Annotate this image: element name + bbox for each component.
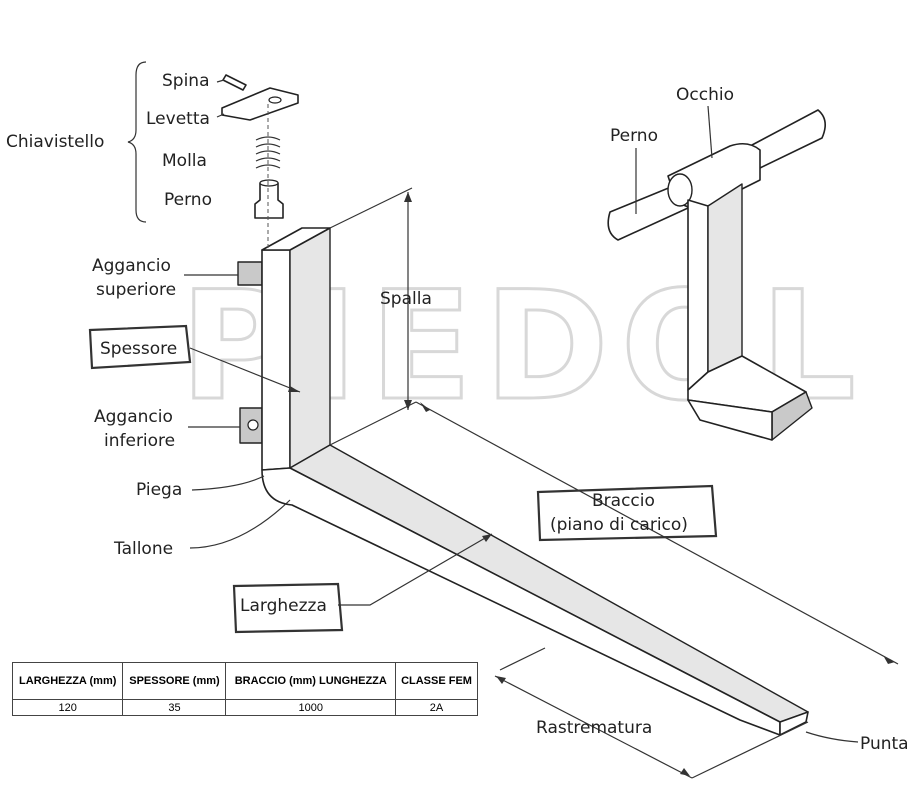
label-molla: Molla (162, 151, 207, 171)
label-braccio: Braccio (592, 491, 655, 511)
label-spessore: Spessore (100, 339, 177, 359)
larghezza-leader (338, 533, 493, 606)
lower-hook-hole (247, 419, 259, 431)
label-aggancio-inferiore-1: Aggancio (94, 407, 173, 427)
label-tallone: Tallone (113, 539, 173, 559)
cell-spessore: 35 (122, 699, 227, 716)
label-aggancio-superiore-2: superiore (96, 280, 176, 300)
cell-larghezza: 120 (11, 699, 124, 716)
label-occhio: Occhio (676, 85, 734, 105)
latch-brace (127, 61, 147, 223)
detail-shank-front (687, 199, 709, 391)
detail-shank-side (707, 183, 743, 373)
table-row: 120 35 1000 2A (11, 699, 478, 716)
spec-table: LARGHEZZA (mm) SPESSORE (mm) BRACCIO (mm… (11, 662, 478, 716)
label-rastrematura: Rastrematura (536, 718, 652, 738)
shaft-right (751, 109, 826, 169)
label-larghezza: Larghezza (240, 596, 327, 616)
header-classe-fem: CLASSE FEM (395, 662, 478, 700)
label-piega: Piega (136, 480, 182, 500)
header-larghezza: LARGHEZZA (mm) (11, 662, 124, 700)
label-spina: Spina (162, 71, 210, 91)
header-braccio: BRACCIO (mm) LUNGHEZZA (225, 662, 397, 700)
label-aggancio-superiore-1: Aggancio (92, 256, 171, 276)
braccio-box (536, 484, 718, 542)
spec-table-header-row: LARGHEZZA (mm) SPESSORE (mm) BRACCIO (mm… (11, 662, 478, 700)
fork-tip (779, 711, 809, 736)
label-perno-chiavistello: Perno (164, 190, 212, 210)
detail-foot-side (687, 399, 773, 441)
upper-hook (237, 261, 263, 286)
label-aggancio-inferiore-2: inferiore (104, 431, 175, 451)
spessore-leader (189, 347, 301, 393)
label-spalla: Spalla (380, 289, 432, 309)
spessore-box (88, 324, 192, 370)
shank-front (261, 249, 291, 471)
shank-side (289, 227, 331, 469)
label-punta: Punta (860, 734, 909, 754)
latch-lever (221, 87, 299, 121)
label-perno: Perno (610, 126, 658, 146)
latch-pin (222, 74, 247, 91)
cell-braccio: 1000 (225, 699, 397, 716)
latch-bolt (254, 182, 284, 219)
larghezza-box (232, 582, 344, 634)
rastrematura-dimension (494, 675, 693, 779)
cell-classe-fem: 2A (395, 699, 478, 716)
braccio-dimension (415, 401, 899, 665)
label-levetta: Levetta (146, 109, 210, 129)
label-chiavistello: Chiavistello (6, 132, 104, 152)
latch-spring (255, 136, 281, 169)
header-spessore: SPESSORE (mm) (122, 662, 227, 700)
label-braccio-sub: (piano di carico) (550, 515, 688, 535)
